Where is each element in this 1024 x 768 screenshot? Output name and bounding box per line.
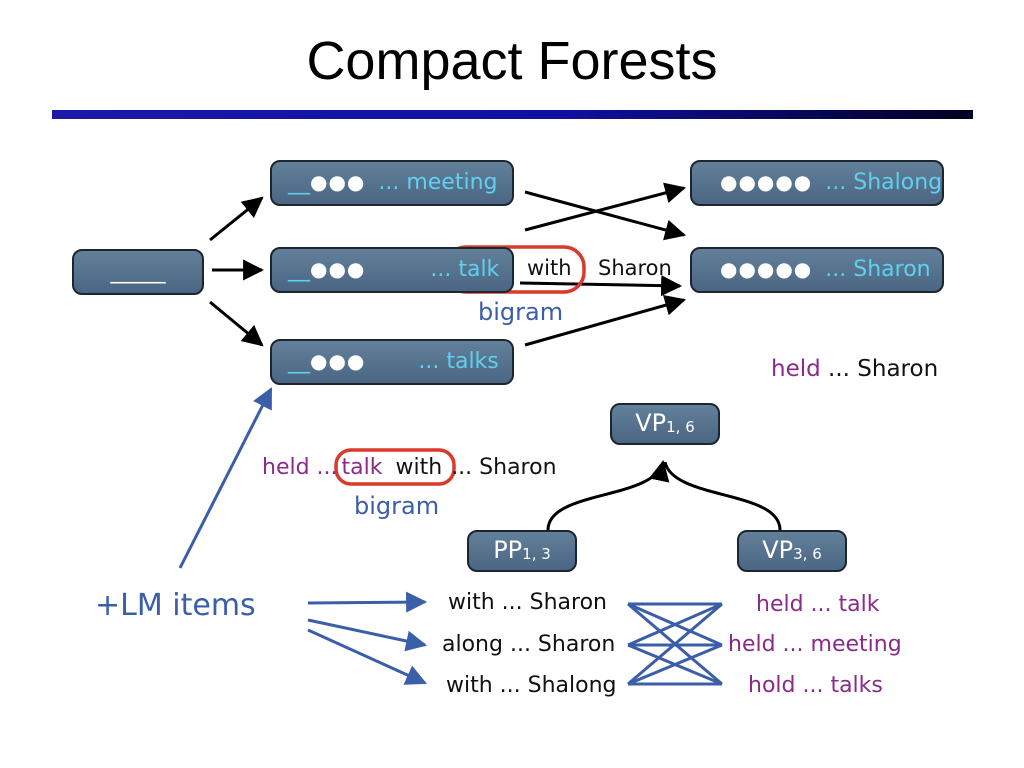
- pp-item: with ... Sharon: [448, 590, 607, 615]
- held-sharon-label: held ... Sharon: [771, 356, 938, 382]
- tree-node-span: 3, 6: [793, 545, 822, 563]
- tree-node-label: VP: [762, 536, 794, 564]
- node-dots: ●●●●●: [720, 170, 813, 194]
- edge-talks-sharon: [524, 295, 687, 347]
- tree-node-pp13: PP1, 3: [467, 530, 577, 572]
- vp-item: held ... meeting: [728, 632, 902, 657]
- node-dots: ●●●●●: [720, 257, 813, 281]
- tree-node-label: PP: [493, 536, 523, 564]
- tree-node-span: 1, 6: [666, 418, 695, 436]
- vp-item: held ... talk: [756, 592, 880, 617]
- tree-edge-vp: [663, 461, 782, 531]
- node-prefix: __: [288, 349, 310, 374]
- node-word: ... talks: [418, 349, 499, 374]
- edge-meeting-sharon: [524, 190, 687, 241]
- node-prefix: __: [288, 257, 310, 282]
- tree-node-span: 1, 3: [522, 545, 551, 563]
- tree-node-vp36: VP3, 6: [737, 530, 847, 572]
- node-dots: ●●●: [310, 349, 366, 373]
- edge-talk-shalong: [524, 182, 687, 232]
- bigram-label-mid: bigram: [354, 492, 440, 520]
- sharon-word: ... Sharon: [828, 356, 939, 382]
- tree-node-label: VP: [635, 409, 667, 437]
- tree-node-vp16: VP1, 6: [610, 403, 720, 445]
- node-word: ... Sharon: [825, 257, 931, 282]
- mid-sharon: ... Sharon: [451, 455, 557, 480]
- mid-with: with: [395, 455, 443, 480]
- node-dots: ●●●: [310, 257, 366, 281]
- tree-edge-pp: [546, 459, 670, 531]
- right-node-shalong: ●●●●● ... Shalong: [690, 160, 944, 206]
- edge-root-talks: [209, 300, 264, 347]
- pp-item: with ... Shalong: [446, 673, 617, 698]
- node-word: ... meeting: [378, 170, 498, 195]
- bigram-label-top: bigram: [478, 298, 564, 326]
- bigram-highlight-mid: [334, 448, 456, 486]
- title-rule: [52, 110, 973, 119]
- node-prefix: __: [288, 170, 310, 195]
- node-word: ... Shalong: [825, 170, 943, 195]
- edge-label-sharon: Sharon: [598, 256, 672, 280]
- edge-label-with: with: [527, 256, 572, 280]
- held-word: held: [771, 356, 821, 382]
- slide-title: Compact Forests: [306, 31, 718, 91]
- edge-talk-sharon: [519, 275, 683, 297]
- edge-root-meeting: [209, 196, 264, 242]
- node-dots: ●●●: [310, 170, 366, 194]
- root-node: _____: [72, 249, 204, 295]
- middle-node-meeting: __●●● ... meeting: [270, 160, 514, 206]
- mid-talk: talk: [341, 455, 383, 480]
- middle-node-talk: __●●● ... talk: [270, 247, 514, 293]
- mid-phrase: held ...talk with ... Sharon: [262, 455, 557, 480]
- pp-item: along ... Sharon: [442, 632, 616, 657]
- middle-node-talks: __●●● ... talks: [270, 339, 514, 385]
- right-node-sharon: ●●●●● ... Sharon: [690, 247, 944, 293]
- mid-held: held ...: [262, 455, 338, 480]
- item-mesh: [627, 602, 723, 686]
- vp-item: hold ... talks: [748, 673, 883, 698]
- lm-arrow-1: [307, 591, 428, 613]
- lm-arrow-up: [178, 387, 273, 569]
- lm-arrow-2: [307, 618, 428, 652]
- node-word: ... talk: [430, 257, 500, 282]
- lm-items-label: +LM items: [95, 588, 256, 623]
- lm-arrow-3: [307, 628, 427, 685]
- root-node-label: _____: [110, 259, 166, 284]
